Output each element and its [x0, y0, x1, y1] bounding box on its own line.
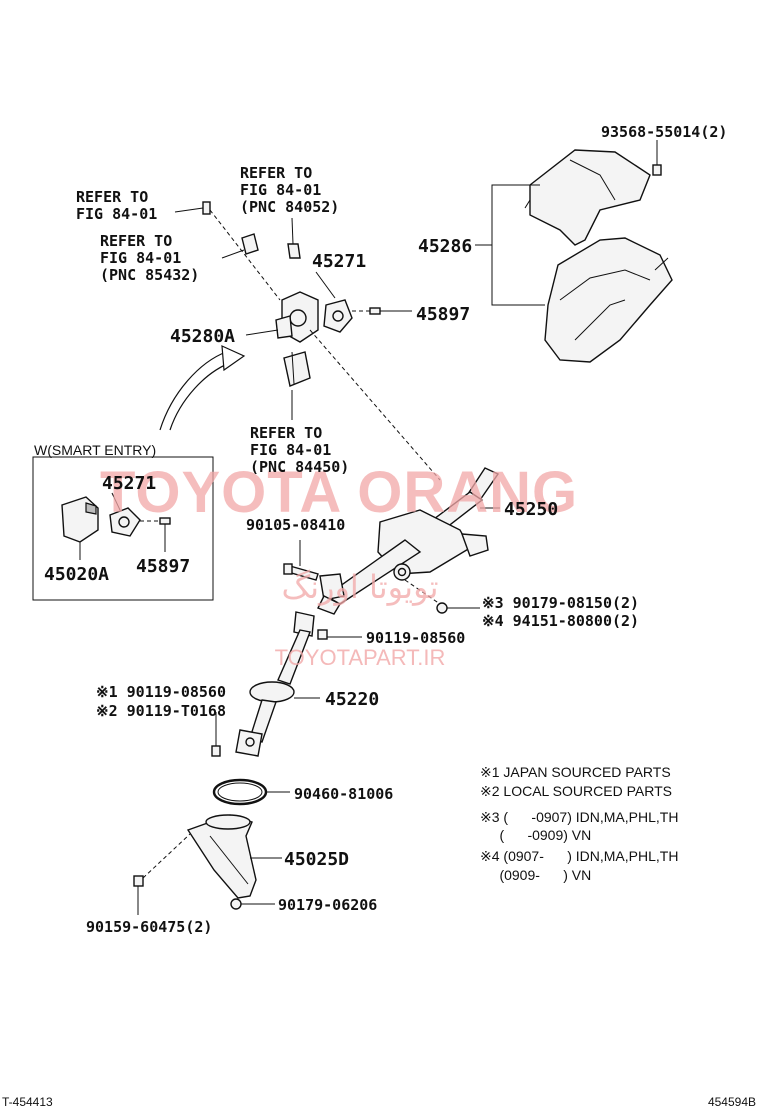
part-45271 — [323, 299, 353, 333]
bolt-90119-T0168 — [211, 745, 221, 757]
label-90105: 90105-08410 — [246, 516, 345, 534]
label-refer2-l1: REFER TO — [240, 164, 312, 182]
label-inset-45020A: 45020A — [44, 564, 109, 585]
label-inset-45897: 45897 — [136, 556, 190, 577]
label-90460: 90460-81006 — [294, 785, 393, 803]
footer-right: 454594B — [708, 1095, 756, 1109]
steering-column-45250 — [317, 467, 500, 615]
clip-85432 — [241, 233, 259, 255]
note-1: ※1 JAPAN SOURCED PARTS — [480, 764, 671, 780]
label-refer2-l3: (PNC 84052) — [240, 198, 339, 216]
label-90119-08560-j: ※1 90119-08560 — [96, 683, 226, 701]
watermark-brand: TOYOTA ORANG — [100, 460, 578, 525]
label-90179-08150: ※3 90179-08150(2) — [482, 594, 639, 612]
label-refer3-l3: (PNC 85432) — [100, 266, 199, 284]
dash-housing-column — [309, 329, 441, 481]
label-45280A: 45280A — [170, 326, 235, 347]
leader-45271 — [315, 271, 336, 299]
label-inset-title: W(SMART ENTRY) — [34, 442, 156, 458]
watermark-url: TOYOTAPART.IR — [275, 645, 446, 670]
bolt-90159 — [133, 875, 144, 887]
note-4a: ※4 (0907- ) IDN,MA,PHL,TH — [480, 848, 678, 864]
label-90119-08560: 90119-08560 — [366, 629, 465, 647]
leader-refer2 — [291, 217, 294, 245]
watermark-persian: تویوتا اورنگ — [281, 568, 438, 606]
intermediate-shaft-45220 — [235, 611, 315, 757]
note-3a: ※3 ( -0907) IDN,MA,PHL,TH — [480, 809, 678, 825]
leader-refer1 — [174, 207, 204, 213]
dash-90159 — [142, 833, 191, 879]
label-refer4-l2: FIG 84-01 — [250, 441, 331, 459]
label-90119-T0168: ※2 90119-T0168 — [96, 702, 226, 720]
dash-nut — [404, 579, 441, 605]
pin-45897 — [352, 307, 412, 315]
label-refer2-l2: FIG 84-01 — [240, 181, 321, 199]
inset-part-45020A — [61, 496, 99, 543]
label-45897: 45897 — [416, 304, 470, 325]
label-90179-06206: 90179-06206 — [278, 896, 377, 914]
switch-84450 — [283, 351, 311, 387]
label-45271: 45271 — [312, 251, 366, 272]
label-refer3-l2: FIG 84-01 — [100, 249, 181, 267]
label-94151: ※4 94151-80800(2) — [482, 612, 639, 630]
clamp-90460 — [212, 778, 268, 806]
clip-84052 — [287, 243, 301, 259]
inset-part-45271 — [109, 507, 141, 537]
label-inset-45271: 45271 — [102, 473, 156, 494]
label-refer4-l1: REFER TO — [250, 424, 322, 442]
leader-inset-45271 — [111, 492, 121, 511]
note-4b: (0909- ) VN — [480, 867, 591, 883]
dash-refer1 — [209, 209, 281, 301]
bolt-refer1 — [202, 201, 211, 215]
arrow-smart-entry — [159, 345, 246, 431]
inset-box — [32, 456, 214, 601]
bolt-90119-08560 — [317, 629, 328, 640]
column-cover-lower — [544, 237, 673, 363]
lock-housing-45280A — [275, 291, 319, 343]
label-refer1-l1: REFER TO — [76, 188, 148, 206]
screw-93568 — [652, 140, 662, 176]
label-refer3-l1: REFER TO — [100, 232, 172, 250]
note-3b: ( -0909) VN — [480, 827, 591, 843]
footer-left: T-454413 — [2, 1095, 53, 1109]
column-cover-upper — [524, 149, 651, 246]
label-45220: 45220 — [325, 689, 379, 710]
leader-45280A — [245, 329, 279, 336]
label-45025D: 45025D — [284, 849, 349, 870]
label-45286: 45286 — [418, 236, 472, 257]
leader-refer3 — [221, 249, 245, 259]
note-2: ※2 LOCAL SOURCED PARTS — [480, 783, 672, 799]
boot-45025D — [186, 814, 257, 899]
label-45250: 45250 — [504, 499, 558, 520]
label-93568: 93568-55014(2) — [601, 123, 727, 141]
label-90159: 90159-60475(2) — [86, 918, 212, 936]
bolt-90105 — [283, 563, 319, 581]
nut-90179-06206 — [230, 898, 242, 910]
label-refer1-l2: FIG 84-01 — [76, 205, 157, 223]
label-refer4-l3: (PNC 84450) — [250, 458, 349, 476]
